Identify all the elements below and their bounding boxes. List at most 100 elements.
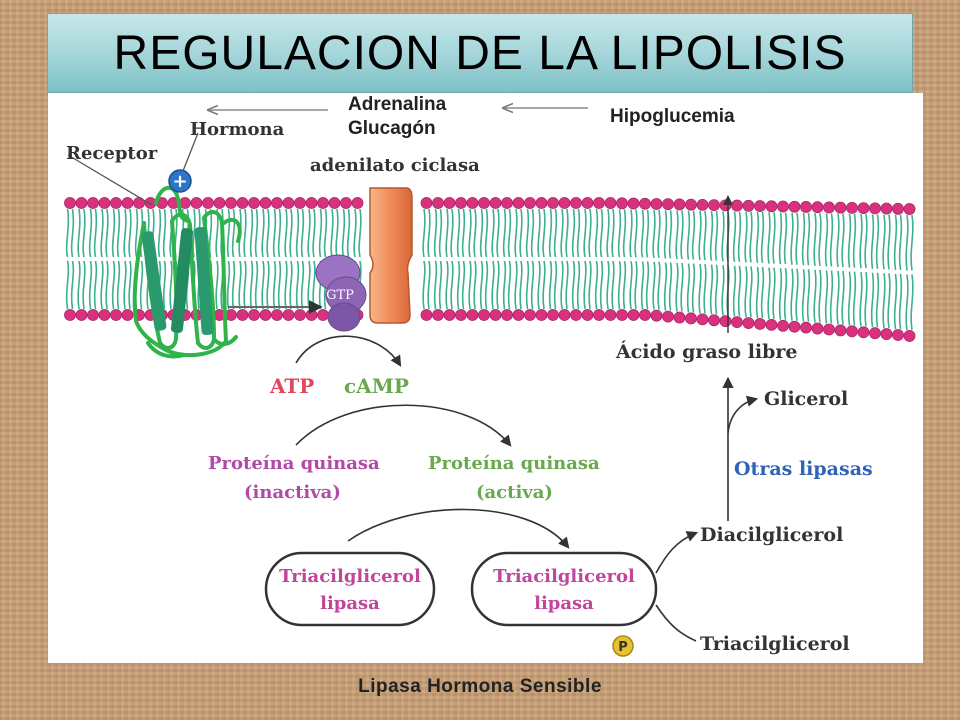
lipid-tail xyxy=(548,208,553,258)
plus-charge-icon: + xyxy=(168,169,192,193)
phospholipid-head xyxy=(685,198,697,211)
lipid-tail xyxy=(755,211,760,264)
lipid-tail xyxy=(767,267,771,320)
lipid-tail xyxy=(847,213,852,268)
phospholipid-head xyxy=(535,309,548,321)
lipid-tail xyxy=(818,269,822,323)
lipid-tail xyxy=(852,271,857,326)
phospholipid-head xyxy=(535,197,548,209)
hormona-label: Hormona xyxy=(190,119,285,140)
from-triacilglicerol-line xyxy=(655,604,697,642)
lipid-tail xyxy=(829,270,834,324)
lipid-tail xyxy=(783,212,788,265)
lipid-tail xyxy=(266,208,270,258)
lipid-tail xyxy=(721,265,725,316)
lipid-tail xyxy=(438,260,443,310)
lipid-tail xyxy=(100,260,104,310)
phospholipid-head xyxy=(190,197,203,209)
phospholipid-head xyxy=(570,197,582,209)
lipid-tail xyxy=(599,260,604,310)
lipid-tail xyxy=(599,208,604,258)
phospholipid-head xyxy=(75,197,88,209)
lipid-tail xyxy=(565,260,569,310)
lipid-tail xyxy=(70,208,75,258)
lipid-tail xyxy=(806,269,811,322)
phospholipid-head xyxy=(650,198,663,210)
phospholipid-head xyxy=(581,309,594,321)
lipid-tail xyxy=(870,272,875,328)
lipid-tail xyxy=(645,209,650,258)
lipid-tail xyxy=(335,208,339,258)
lipid-tail xyxy=(611,208,615,258)
camp-label: cAMP xyxy=(344,374,409,398)
lipid-tail xyxy=(629,261,633,310)
lipid-tail xyxy=(537,260,541,310)
lipid-tail xyxy=(571,260,576,310)
phospholipid-head xyxy=(466,197,479,209)
plus-sign: + xyxy=(172,171,187,192)
phospholipid-head xyxy=(708,314,720,327)
lipid-tail xyxy=(606,260,610,310)
lipid-tail xyxy=(295,260,300,310)
lipid-tail xyxy=(813,213,817,267)
phospholipid-head xyxy=(512,197,525,209)
lipid-tail xyxy=(824,270,829,324)
lipid-tail xyxy=(813,269,817,323)
lipid-tail xyxy=(330,208,334,258)
phosphate-icon: P xyxy=(612,635,634,657)
phospholipid-head xyxy=(754,200,766,212)
phospholipid-head xyxy=(892,202,904,215)
phospholipid-head xyxy=(593,309,605,321)
phospholipid-head xyxy=(75,309,88,321)
phospholipid-head xyxy=(259,309,272,321)
lipid-tail xyxy=(698,210,702,261)
phospholipid-head xyxy=(719,199,732,212)
phospholipid-head xyxy=(294,309,306,321)
lipid-tail xyxy=(714,210,719,261)
receptor-pointer-line xyxy=(67,154,153,206)
phospholipid-head xyxy=(857,202,870,215)
lipid-tail xyxy=(427,208,431,258)
lipid-tail xyxy=(617,209,622,258)
phospholipid-head xyxy=(351,197,364,209)
phospholipid-head xyxy=(478,309,490,321)
lipid-tail xyxy=(657,261,661,310)
diagram-panel: + GTP P xyxy=(48,93,923,663)
lipase-activation-arrow xyxy=(347,508,570,549)
lipid-tail xyxy=(243,208,247,258)
lipid-tail xyxy=(663,210,668,259)
lipid-tail xyxy=(456,260,461,310)
lipid-tail xyxy=(502,260,507,310)
lipid-tail xyxy=(640,209,645,258)
lipase-active-box xyxy=(470,551,658,627)
lipid-tail xyxy=(300,208,305,258)
lipid-tail xyxy=(703,210,707,261)
phospholipid-head xyxy=(455,197,467,209)
lipid-tail xyxy=(312,260,316,310)
lipid-tail xyxy=(836,270,840,325)
lipid-tail xyxy=(123,260,127,310)
lipid-tail xyxy=(588,208,592,258)
phospholipid-head xyxy=(662,310,674,323)
lipid-tail xyxy=(576,260,581,310)
phospholipid-head xyxy=(236,309,249,321)
phospholipid-head xyxy=(616,197,628,210)
phospholipid-head xyxy=(696,198,709,211)
lipid-tail xyxy=(93,208,98,258)
lipid-tail xyxy=(795,268,799,321)
phospholipid-head xyxy=(501,309,513,321)
atp-to-camp-arrow xyxy=(295,335,402,367)
lipid-tail xyxy=(289,208,293,258)
phospholipid-head xyxy=(98,197,111,209)
lipid-tail xyxy=(801,269,806,322)
lipid-tail xyxy=(157,208,162,258)
lipid-tail xyxy=(583,208,587,258)
lipid-tail xyxy=(82,260,86,310)
lipid-tail xyxy=(898,273,903,330)
phospholipid-head xyxy=(489,309,502,321)
phospholipid-head xyxy=(466,309,479,321)
phospholipid-head xyxy=(857,326,870,339)
lipid-tail xyxy=(479,260,484,310)
lipid-tail xyxy=(732,211,737,262)
phospholipid-head xyxy=(340,197,352,209)
